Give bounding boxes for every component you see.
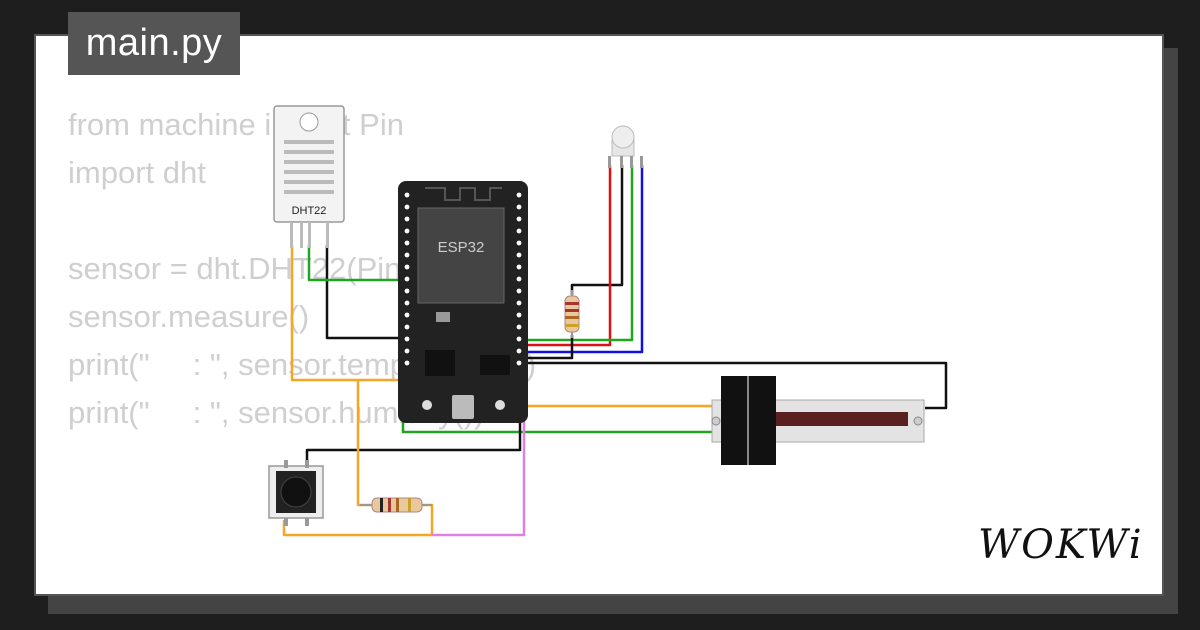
wokwi-logo: WOKWi	[978, 522, 1144, 568]
code-line: import dht	[68, 155, 206, 190]
wire-green-led	[520, 165, 634, 342]
file-tab[interactable]: main.py	[68, 12, 240, 75]
wire-black-led	[570, 165, 624, 295]
wire-black-dht-gnd	[325, 245, 410, 340]
wire-black-res	[520, 335, 574, 360]
wire-black-btn	[305, 400, 522, 466]
esp32-board: ESP32	[398, 181, 528, 423]
wire-black-pot	[520, 361, 948, 410]
rgb-led	[608, 125, 643, 168]
wire-orange-btn	[356, 380, 378, 507]
resistor-vertical	[564, 290, 580, 338]
dht-label: DHT22	[292, 205, 327, 217]
resistor-horizontal	[360, 497, 432, 513]
esp-label: ESP32	[438, 239, 485, 256]
slide-potentiometer	[711, 376, 925, 465]
dht22-sensor: DHT22	[273, 105, 345, 248]
diagram-card	[34, 34, 1164, 596]
push-button	[268, 460, 324, 526]
code-line: sensor.measure()	[68, 299, 310, 334]
